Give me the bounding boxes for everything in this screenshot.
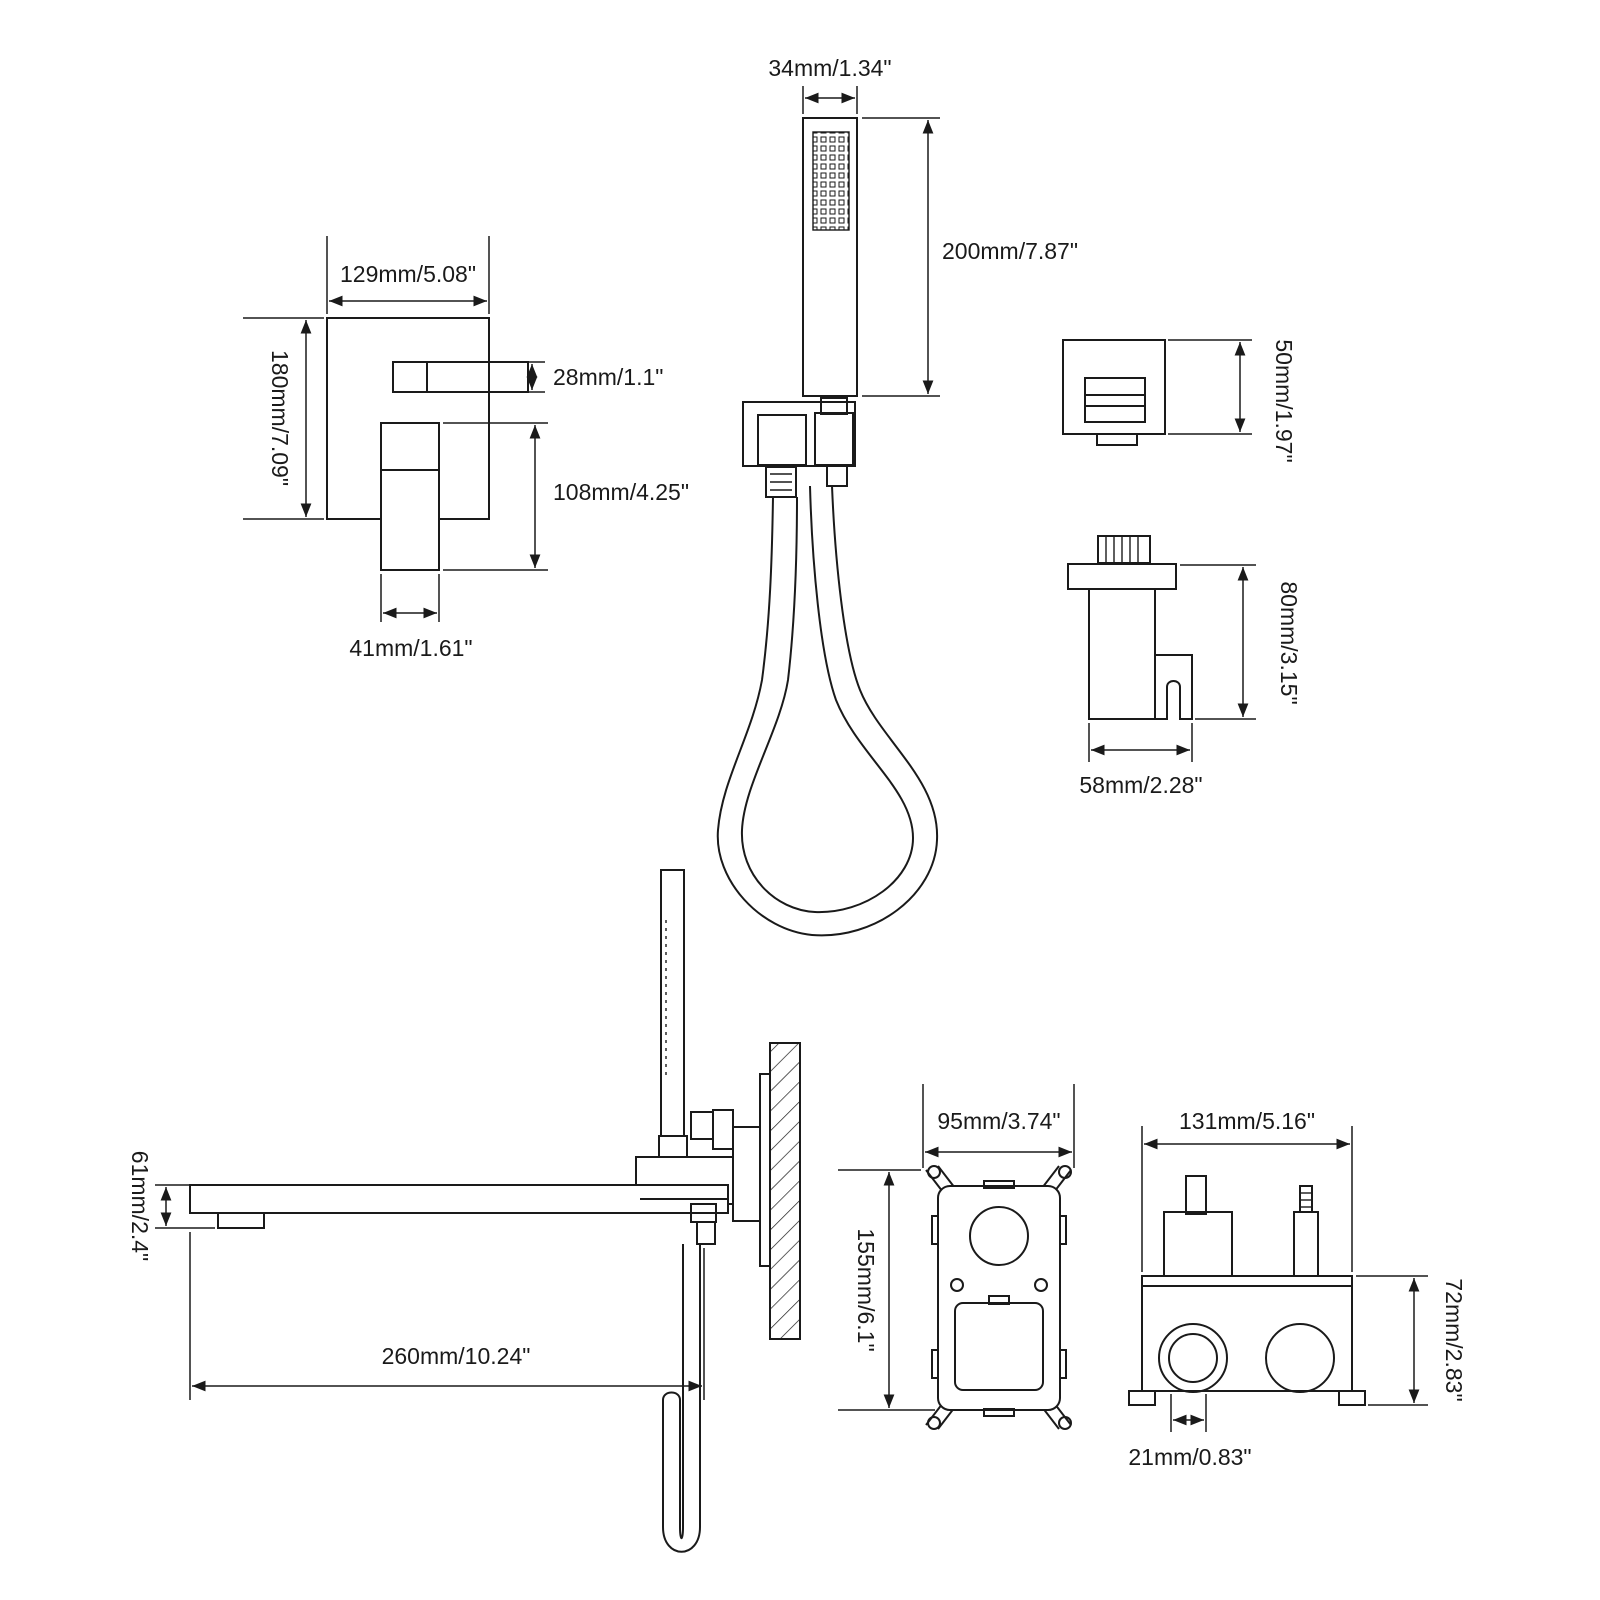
- outlet-port: [1265, 1323, 1335, 1393]
- valve-height-label: 155mm/6.1": [853, 1228, 879, 1351]
- valve-box-height-label: 72mm/2.83": [1441, 1278, 1467, 1401]
- valve-side-drawing: [1128, 1175, 1366, 1406]
- bath-spout: [189, 1184, 729, 1214]
- wall-outlet-drawing: [1062, 339, 1166, 446]
- valve-port-top: [969, 1206, 1029, 1266]
- side-hose: [662, 1244, 701, 1553]
- inlet-diameter-label: 21mm/0.83": [1128, 1444, 1251, 1470]
- trim-plate-drawing: [326, 317, 529, 571]
- handle-height-label: 108mm/4.25": [553, 479, 689, 505]
- holder-flange: [1067, 563, 1177, 590]
- valve-front-drawing: [925, 1165, 1072, 1430]
- side-view-drawing: [189, 869, 801, 1553]
- handshower-nozzle-face: [812, 131, 850, 231]
- spout-aerator: [217, 1212, 265, 1229]
- holder-height-label: 80mm/3.15": [1276, 581, 1302, 704]
- handle-width-label: 41mm/1.61": [349, 635, 472, 661]
- cartridge: [1163, 1211, 1233, 1277]
- handle-thickness-label: 28mm/1.1": [553, 364, 663, 390]
- spout-length-label: 260mm/10.24": [382, 1343, 531, 1369]
- handshower-width-label: 34mm/1.34": [768, 55, 891, 81]
- outlet-elbow: [1084, 377, 1146, 423]
- outlet-height-label: 50mm/1.97": [1271, 339, 1297, 462]
- holder-width-label: 58mm/2.28": [1079, 772, 1202, 798]
- inlet-port: [1158, 1323, 1228, 1393]
- handshower-length-label: 200mm/7.87": [942, 238, 1078, 264]
- plate-width-label: 129mm/5.08": [340, 261, 476, 287]
- valve-box: [1141, 1275, 1353, 1392]
- handshower-body: [802, 117, 858, 397]
- diverter-stem: [1293, 1211, 1319, 1277]
- shower-hose: [716, 485, 939, 937]
- mixer-handle: [380, 422, 440, 571]
- diverter-lever: [392, 361, 529, 393]
- holder-body: [1088, 588, 1156, 720]
- spout-height-label: 61mm/2.4": [127, 1151, 153, 1261]
- outlet-plate: [1062, 339, 1166, 435]
- handshower-drawing: [716, 117, 939, 937]
- holder-cradle: [1155, 654, 1193, 720]
- valve-width-label: 95mm/3.74": [937, 1108, 1060, 1134]
- wall-elbow: [742, 401, 856, 467]
- side-handshower: [660, 869, 685, 1137]
- valve-box-width-label: 131mm/5.16": [1179, 1108, 1315, 1134]
- valve-housing: [937, 1185, 1061, 1411]
- plate-height-label: 180mm/7.09": [267, 350, 293, 486]
- holder-drawing: [1067, 535, 1193, 720]
- wall-section: [769, 1042, 801, 1340]
- valve-mount-ears: [925, 1165, 1072, 1430]
